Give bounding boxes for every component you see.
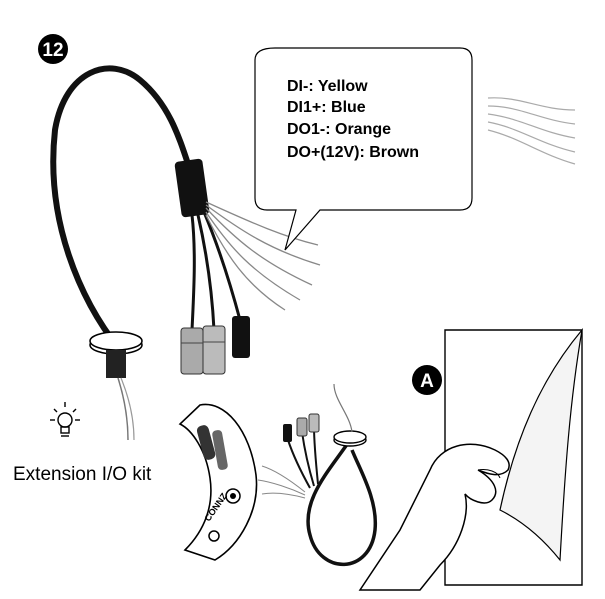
callout-line-di1-plus: DI1+: Blue: [287, 99, 366, 116]
step-badge-number: 12: [42, 40, 63, 61]
mounting-bracket: CONNZ: [178, 403, 258, 561]
lightbulb-icon: [50, 402, 80, 437]
step-badge: 12: [38, 34, 68, 64]
adhesive-sheet: [444, 327, 583, 586]
callout-line-do1-minus: DO1-: Orange: [287, 121, 391, 138]
callout-line-do-plus-12v: DO+(12V): Brown: [287, 144, 419, 161]
kit-caption: Extension I/O kit: [13, 464, 152, 485]
hand-illustration: [358, 443, 510, 591]
connector-leads: [180, 211, 250, 375]
main-cable: [50, 65, 210, 441]
wire-ends: [487, 97, 576, 165]
wire-color-callout: DI-: Yellow DI1+: Blue DO1-: Orange DO+(…: [254, 47, 473, 251]
step-badge-a-letter: A: [420, 371, 434, 392]
step-badge-a: A: [412, 365, 442, 395]
callout-line-di-minus: DI-: Yellow: [287, 78, 368, 95]
coiled-cable: [257, 383, 378, 567]
loose-wires: [205, 201, 321, 311]
